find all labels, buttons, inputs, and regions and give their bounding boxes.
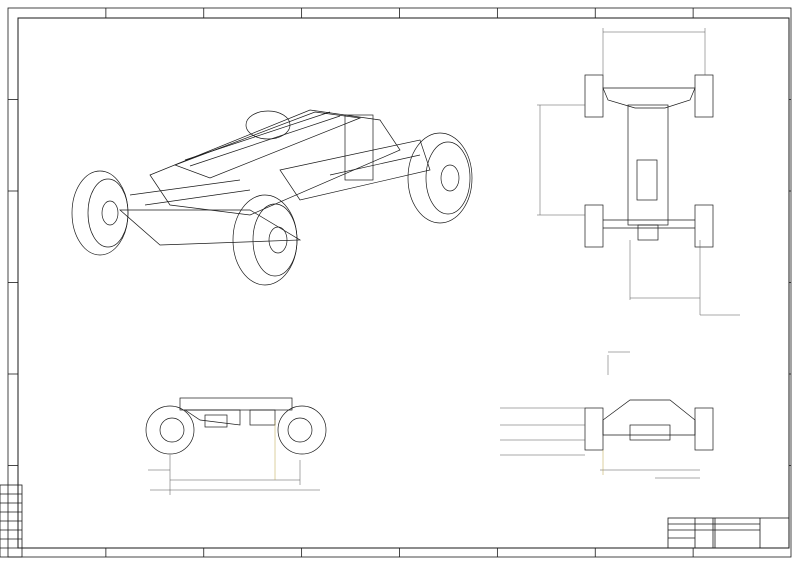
inner-border bbox=[17, 17, 790, 549]
wheel-rear-right bbox=[407, 132, 473, 224]
front-view bbox=[500, 351, 714, 479]
wheel-front-left bbox=[71, 170, 129, 256]
left-stamp-box bbox=[0, 484, 23, 558]
outer-border bbox=[7, 7, 792, 558]
title-block bbox=[667, 517, 790, 549]
top-view bbox=[537, 28, 740, 316]
side-view bbox=[145, 397, 327, 495]
wheel-front-right bbox=[232, 194, 298, 286]
zone-ticks bbox=[8, 8, 791, 557]
isometric-view bbox=[71, 109, 473, 286]
wheel-rear-left bbox=[245, 110, 291, 140]
